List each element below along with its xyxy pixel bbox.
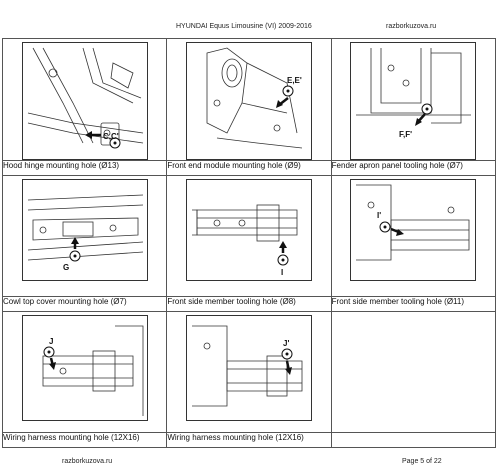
front-end-module-diagram: E,E' (185, 42, 312, 160)
figure-caption: Front side member tooling hole (Ø8) (166, 296, 332, 312)
figure-caption: Cowl top cover mounting hole (Ø7) (1, 296, 168, 312)
empty-cell (330, 311, 497, 433)
figure-cell: C,C' (1, 38, 168, 161)
figure-caption: Front end module mounting hole (Ø9) (166, 160, 332, 176)
cowl-top-diagram: G (21, 179, 148, 281)
figure-caption: Wiring harness mounting hole (12X16) (166, 432, 332, 448)
page-number: Page 5 of 22 (402, 458, 442, 465)
front-side-member-diagram-2: I' (350, 179, 477, 281)
header-title: HYUNDAI Equus Limousine (VI) 2009-2016 (176, 23, 312, 30)
footer-site: razborkuzova.ru (62, 458, 113, 465)
figure-caption: Fender apron panel tooling hole (Ø7) (330, 160, 497, 176)
figure-cell: J' (166, 311, 332, 433)
figure-cell: I' (330, 175, 497, 297)
figure-cell: I (166, 175, 332, 297)
hole-label: J (49, 337, 53, 346)
figure-table: C,C' E,E' (1, 38, 497, 448)
figure-cell: F,F' (330, 38, 497, 161)
hole-label: J' (283, 339, 289, 348)
figure-caption: Wiring harness mounting hole (12X16) (1, 432, 168, 448)
fender-apron-diagram: F,F' (350, 42, 477, 160)
hole-label: I' (377, 211, 381, 220)
hood-hinge-diagram: C,C' (21, 42, 148, 160)
figure-cell: J (1, 311, 168, 433)
hole-label: G (63, 263, 69, 272)
header-site: razborkuzova.ru (386, 23, 437, 30)
hole-label: I (281, 268, 283, 277)
hole-label: F,F' (399, 130, 412, 139)
figure-caption: Hood hinge mounting hole (Ø13) (1, 160, 168, 176)
figure-cell: E,E' (166, 38, 332, 161)
figure-caption: Front side member tooling hole (Ø11) (330, 296, 497, 312)
front-side-member-diagram: I (185, 179, 312, 281)
empty-caption (330, 432, 497, 448)
wiring-harness-diagram: J (21, 315, 148, 421)
hole-label: C,C' (103, 132, 119, 141)
hole-label: E,E' (287, 76, 302, 85)
figure-cell: G (1, 175, 168, 297)
wiring-harness-diagram-2: J' (185, 315, 312, 421)
